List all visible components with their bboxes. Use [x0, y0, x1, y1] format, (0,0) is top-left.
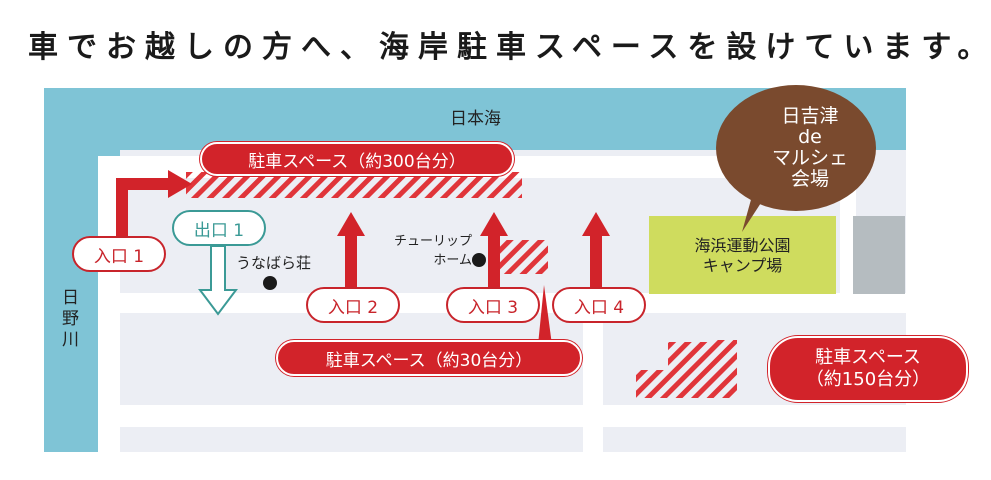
vertical-road-2: [840, 178, 856, 305]
exit-1-arrow: [198, 245, 238, 316]
river-label: 日 野 川: [62, 288, 79, 351]
lower-road: [120, 405, 906, 427]
parking-150-line-2: （約150台分）: [805, 369, 931, 390]
park-area: [649, 216, 836, 294]
entrance-4-arrow: [582, 212, 610, 288]
river-char-3: 川: [62, 330, 79, 350]
entrance-1-arrowhead: [168, 170, 192, 198]
entrance-3-pill: 入口 3: [446, 287, 540, 323]
parking-hatch-150: [636, 340, 737, 398]
entrance-2-pill: 入口 2: [306, 287, 400, 323]
entrance-1-arrow: [116, 178, 172, 236]
exit-1-pill: 出口 1: [172, 210, 266, 246]
entrance-4-pill: 入口 4: [552, 287, 646, 323]
headline: 車でお越しの方へ、海岸駐車スペースを設けています。: [28, 30, 991, 65]
park-line-1: 海浜運動公園: [694, 236, 791, 255]
venue-bubble-text: 日吉津 de マルシェ 会場: [720, 92, 900, 204]
venue-line-2: de: [798, 126, 822, 148]
parking-hatch-30: [498, 240, 548, 274]
vertical-road-1: [583, 313, 603, 453]
park-line-2: キャンプ場: [702, 256, 783, 275]
parking-300-pill: 駐車スペース（約300台分）: [200, 142, 514, 176]
left-road: [98, 156, 120, 452]
unabara-dot: [263, 276, 277, 290]
tulip-line-2: ホーム: [433, 253, 472, 268]
venue-bubble-shape: [716, 85, 876, 211]
sea-label: 日本海: [450, 109, 501, 129]
entrance-1-pill: 入口 1: [72, 236, 166, 272]
river-char-1: 日: [62, 288, 79, 308]
tulip-label: チューリップ ホーム: [388, 232, 472, 270]
entrance-3-arrow: [480, 212, 508, 288]
parking-150-pill: 駐車スペース （約150台分）: [768, 336, 968, 402]
venue-line-1: 日吉津: [781, 105, 839, 127]
gray-block: [853, 216, 905, 294]
river-char-2: 野: [62, 309, 79, 329]
tulip-line-1: チューリップ: [393, 234, 472, 249]
parking-150-line-1: 駐車スペース: [815, 347, 921, 368]
parking-30-pointer: [538, 285, 552, 345]
venue-line-3: マルシェ: [771, 147, 848, 169]
entrance-2-arrow: [337, 212, 365, 288]
venue-bubble-tail: [742, 192, 768, 232]
park-label: 海浜運動公園 キャンプ場: [649, 236, 836, 276]
parking-hatch-300: [186, 172, 522, 198]
tulip-dot: [472, 253, 486, 267]
unabara-label: うなばら荘: [236, 254, 312, 272]
venue-line-4: 会場: [790, 168, 829, 190]
parking-30-pill: 駐車スペース（約30台分）: [276, 340, 582, 376]
